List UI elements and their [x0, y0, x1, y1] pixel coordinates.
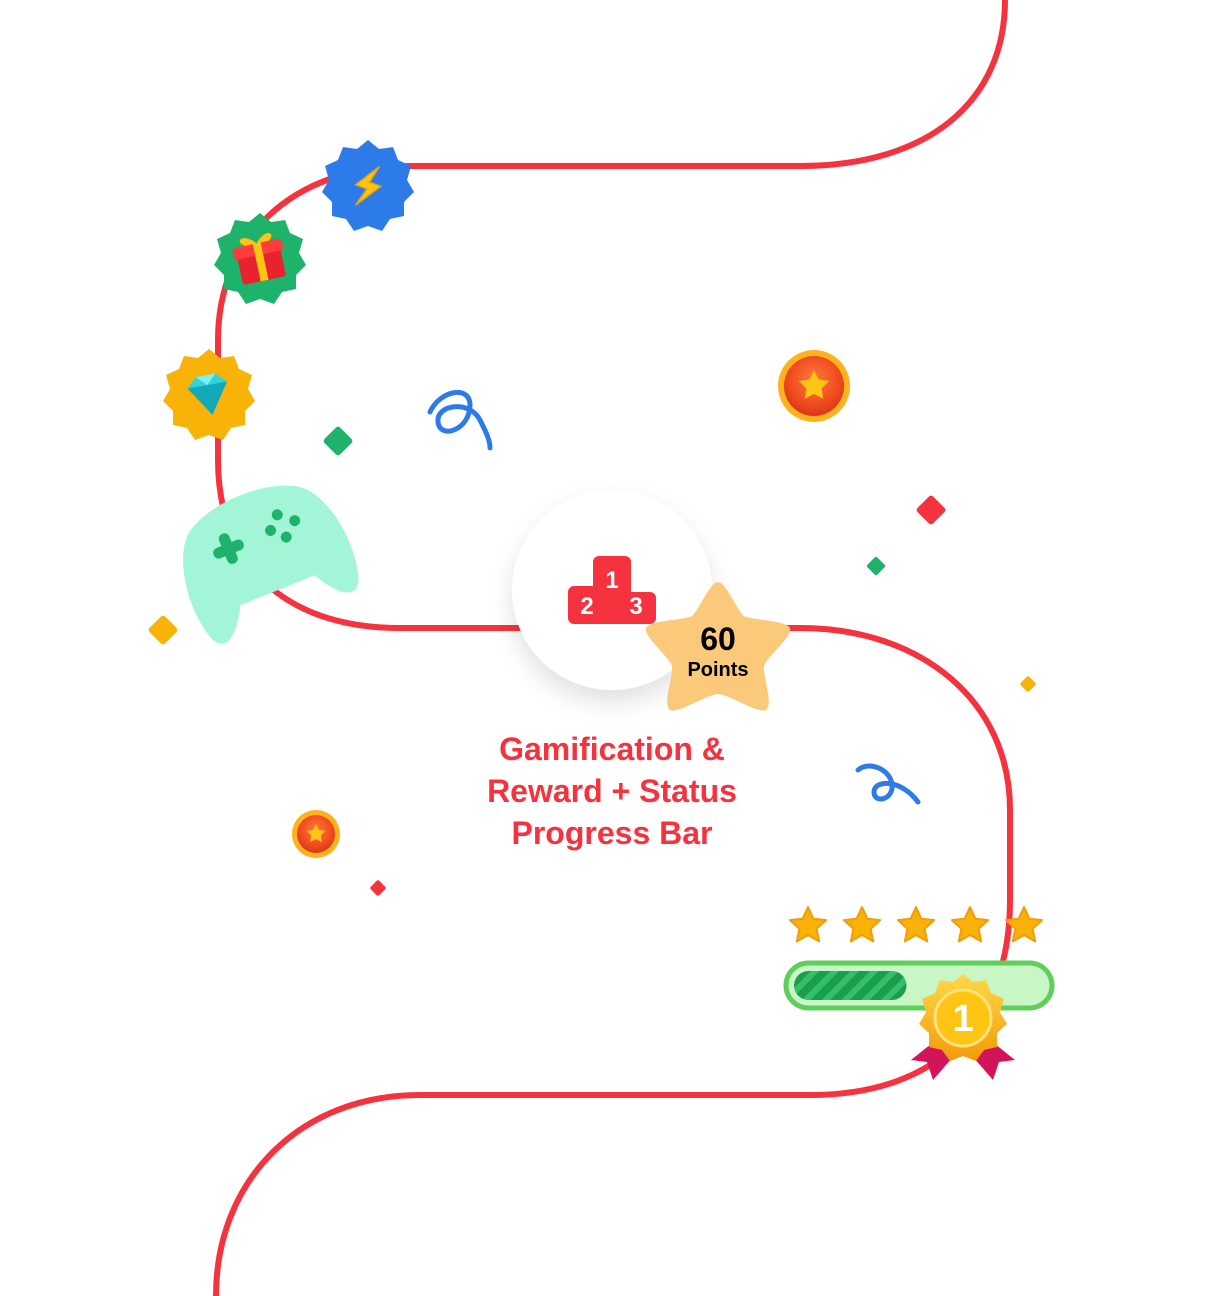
points-star-shape: [645, 582, 791, 711]
sparkle-icon: [916, 495, 946, 525]
winding-path: [213, 0, 1013, 1296]
lightning-icon: [354, 166, 383, 206]
sparkle-icon: [148, 615, 178, 645]
points-badge: 60 Points: [645, 582, 791, 711]
star-icon: [788, 906, 828, 943]
caption-line-1: Gamification &: [499, 731, 725, 767]
gift-icon: [232, 233, 286, 285]
podium-first-label: 1: [605, 567, 618, 594]
star-icon: [896, 906, 936, 943]
medal-icon: 1: [911, 974, 1015, 1080]
podium-second-label: 2: [580, 593, 593, 620]
diamond-icon: [187, 373, 227, 415]
squiggle-icon: [855, 763, 921, 805]
star-icon: [1004, 906, 1044, 943]
sparkle-icon: [866, 556, 886, 576]
medal-rank-label: 1: [952, 998, 973, 1040]
sparkle-icon: [370, 880, 386, 896]
star-coin-icon: [292, 810, 340, 858]
sparkle-icon: [1020, 676, 1036, 692]
star-coin-icon: [778, 350, 850, 422]
progress-fill: [794, 971, 907, 1000]
gift-badge: [214, 213, 306, 304]
caption-line-3: Progress Bar: [511, 815, 713, 851]
points-label: Points: [687, 659, 748, 681]
star-icon: [842, 906, 882, 943]
podium-icon: 1 2 3: [568, 556, 656, 624]
caption-line-2: Reward + Status: [487, 773, 737, 809]
gamepad-icon: [183, 485, 359, 644]
caption: Gamification & Reward + Status Progress …: [412, 728, 812, 854]
rating-stars: [788, 906, 1044, 943]
progress-bar: [783, 960, 1055, 1011]
diamond-badge: [163, 349, 255, 440]
podium-third-label: 3: [629, 593, 642, 620]
squiggle-icon: [427, 389, 493, 451]
points-value: 60: [700, 621, 736, 657]
sparkle-icon: [323, 426, 353, 456]
star-icon: [950, 906, 990, 943]
lightning-badge: [322, 140, 414, 231]
